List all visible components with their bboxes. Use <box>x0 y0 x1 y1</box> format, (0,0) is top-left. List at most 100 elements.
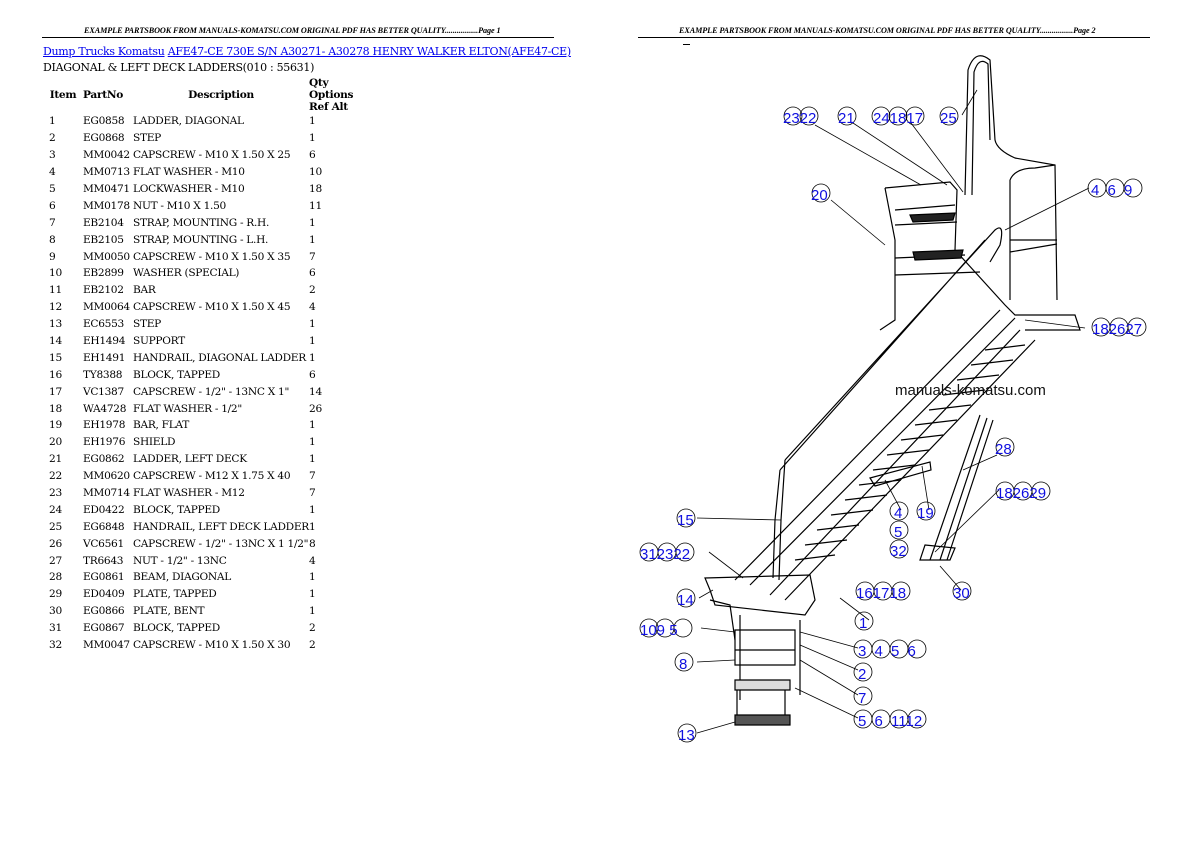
cell-qty: 1 <box>309 318 316 331</box>
cell-description: LADDER, LEFT DECK <box>133 453 247 466</box>
cell-qty: 6 <box>309 267 316 280</box>
cell-qty: 11 <box>309 199 322 212</box>
ladder-drawing <box>704 55 1081 726</box>
cell-description: CAPSCREW - M10 X 1.50 X 30 <box>133 639 291 652</box>
col-description: Description <box>188 89 254 101</box>
cell-qty: 1 <box>309 503 316 516</box>
col-partno: PartNo <box>83 89 123 101</box>
cell-partno: EB2104 <box>83 216 124 229</box>
section-title: DIAGONAL & LEFT DECK LADDERS(010 : 55631… <box>43 61 315 74</box>
cell-item: 21 <box>49 453 62 466</box>
cell-item: 13 <box>49 318 62 331</box>
callout-20: 20 <box>811 187 828 204</box>
cell-qty: 2 <box>309 284 316 297</box>
cell-qty: 1 <box>309 453 316 466</box>
breadcrumb: Dump Trucks Komatsu AFE47-CE 730E S/N A3… <box>43 45 571 58</box>
cell-description: CAPSCREW - M12 X 1.75 X 40 <box>133 470 291 483</box>
callout-16-17-18: 161718 <box>856 585 906 602</box>
col-qty-options: Qty Options Ref Alt <box>309 77 354 113</box>
cell-item: 12 <box>49 301 62 314</box>
callout-5-6-11-12: 5 6 1112 <box>858 713 922 730</box>
cell-partno: EG0866 <box>83 605 125 618</box>
cell-description: CAPSCREW - 1/2" - 13NC X 1 1/2" <box>133 537 309 550</box>
cell-qty: 1 <box>309 520 316 533</box>
cell-item: 24 <box>49 503 62 516</box>
cell-description: HANDRAIL, LEFT DECK LADDER <box>133 520 309 533</box>
cell-item: 15 <box>49 351 62 364</box>
callout-4: 4 <box>894 505 902 522</box>
cell-qty: 10 <box>309 166 322 179</box>
cell-partno: EC6553 <box>83 318 124 331</box>
cell-qty: 2 <box>309 639 316 652</box>
cell-qty: 7 <box>309 250 316 263</box>
cell-qty: 1 <box>309 335 316 348</box>
cell-qty: 1 <box>309 571 316 584</box>
cell-qty: 1 <box>309 605 316 618</box>
cell-partno: EG0862 <box>83 453 125 466</box>
cell-partno: VC6561 <box>83 537 124 550</box>
callout-15: 15 <box>677 512 694 529</box>
callout-32: 32 <box>890 543 907 560</box>
dash-mark <box>683 44 690 45</box>
page-1: EXAMPLE PARTSBOOK FROM MANUALS-KOMATSU.C… <box>42 26 571 652</box>
cell-item: 3 <box>49 149 56 162</box>
breadcrumb-link-model[interactable]: AFE47-CE 730E S/N A30271- A30278 HENRY W… <box>167 45 571 58</box>
cell-description: CAPSCREW - M10 X 1.50 X 45 <box>133 301 291 314</box>
callout-23-22: 2322 <box>783 110 816 127</box>
cell-item: 14 <box>49 335 62 348</box>
cell-partno: MM0471 <box>83 183 130 195</box>
callout-28: 28 <box>995 441 1012 458</box>
cell-item: 10 <box>49 267 62 280</box>
cell-qty: 1 <box>309 419 316 432</box>
callout-30: 30 <box>953 585 970 602</box>
cell-description: BLOCK, TAPPED <box>133 622 220 635</box>
cell-partno: EG0858 <box>83 115 125 128</box>
cell-item: 4 <box>49 166 56 179</box>
cell-description: STRAP, MOUNTING - L.H. <box>133 233 269 246</box>
callout-31-23-22: 312322 <box>640 546 690 563</box>
cell-partno: MM0714 <box>83 487 130 500</box>
callout-7: 7 <box>858 690 866 707</box>
cell-partno: EG0867 <box>83 622 125 635</box>
cell-item: 27 <box>49 554 62 567</box>
cell-partno: MM0064 <box>83 301 130 314</box>
cell-partno: EG0861 <box>83 571 125 584</box>
cell-description: SUPPORT <box>133 335 185 348</box>
cell-description: LOCKWASHER - M10 <box>133 183 245 195</box>
cell-item: 11 <box>49 284 62 297</box>
cell-item: 20 <box>49 436 62 449</box>
cell-item: 19 <box>49 419 62 432</box>
cell-item: 31 <box>49 622 62 635</box>
cell-qty: 1 <box>309 233 316 246</box>
cell-description: BAR <box>133 284 156 297</box>
cell-item: 7 <box>49 216 56 229</box>
callout-2: 2 <box>858 666 866 683</box>
cell-item: 16 <box>49 368 62 381</box>
cell-description: PLATE, BENT <box>133 605 205 618</box>
cell-item: 26 <box>49 537 62 550</box>
cell-partno: TR6643 <box>83 554 124 567</box>
breadcrumb-link-dump-trucks[interactable]: Dump Trucks Komatsu <box>43 45 165 58</box>
cell-partno: EG6848 <box>83 520 125 533</box>
callout-19: 19 <box>917 505 934 522</box>
cell-description: STRAP, MOUNTING - R.H. <box>133 216 270 229</box>
cell-qty: 18 <box>309 183 322 195</box>
callout-14: 14 <box>677 592 694 609</box>
callout-25: 25 <box>940 110 957 127</box>
cell-item: 25 <box>49 520 62 533</box>
